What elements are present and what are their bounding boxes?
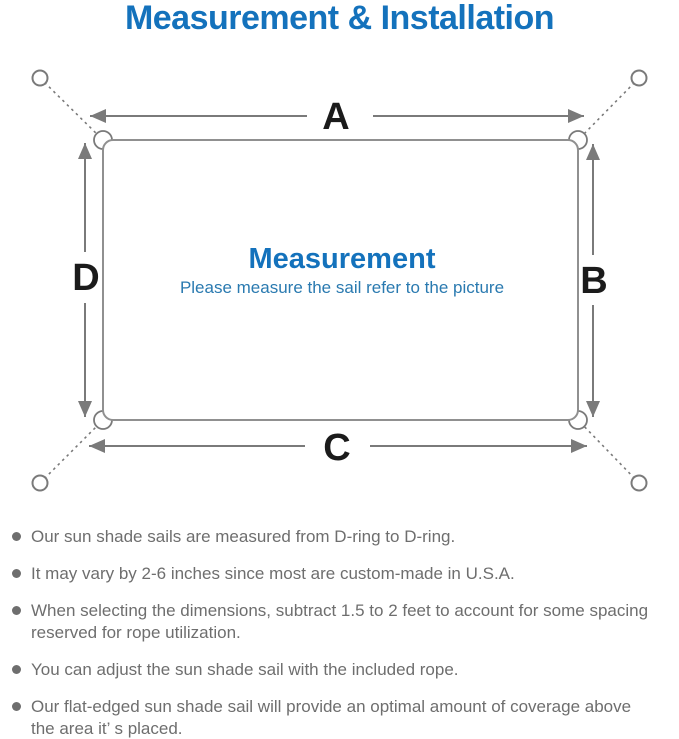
rope-line-top-right [577,77,640,141]
rope-lines [39,77,640,484]
rope-line-bottom-right [577,419,640,484]
notes-list: Our sun shade sails are measured from D-… [12,526,672,739]
sail-outline [102,139,579,421]
anchor-point-icon [630,69,648,87]
dimension-label-left: D [72,257,99,299]
page-title: Measurement & Installation [124,0,555,37]
list-item: It may vary by 2-6 inches since most are… [12,563,672,585]
bullet-icon [12,606,21,615]
list-item: When selecting the dimensions, subtract … [12,600,672,644]
anchor-point-icon [31,474,49,492]
note-text: Our flat-edged sun shade sail will provi… [31,697,632,738]
bullet-icon [12,702,21,711]
list-item: You can adjust the sun shade sail with t… [12,659,672,681]
note-text: You can adjust the sun shade sail with t… [31,660,459,679]
anchor-point-icon [31,69,49,87]
diagram-center-subtitle: Please measure the sail refer to the pic… [180,278,504,297]
bullet-icon [12,569,21,578]
rope-line-top-left [39,77,104,141]
rope-line-bottom-left [39,419,104,484]
anchor-points [31,69,648,492]
note-text: It may vary by 2-6 inches since most are… [31,564,515,583]
list-item: Our flat-edged sun shade sail will provi… [12,696,672,739]
bullet-icon [12,665,21,674]
diagram-center-title: Measurement [249,243,436,275]
dimension-arrows [78,109,600,453]
list-item: Our sun shade sails are measured from D-… [12,526,672,548]
anchor-point-icon [630,474,648,492]
note-text: When selecting the dimensions, subtract … [31,601,649,642]
bullet-icon [12,532,21,541]
dimension-label-bottom: C [323,427,350,469]
dimension-label-right: B [580,260,607,302]
measurement-diagram: A B C D Measurement Please measure the s… [31,69,648,492]
note-text: Our sun shade sails are measured from D-… [31,527,456,546]
dimension-label-top: A [322,96,349,138]
